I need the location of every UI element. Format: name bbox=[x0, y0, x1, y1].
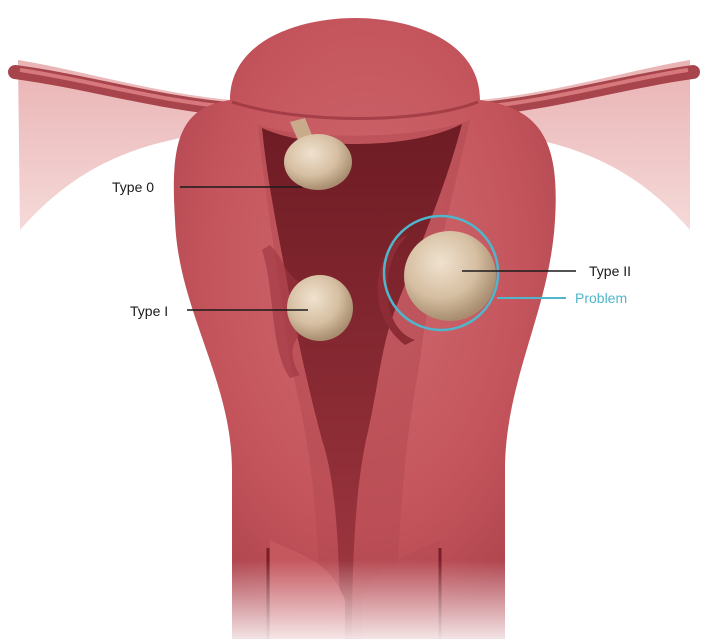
label-type-2: Type II bbox=[589, 263, 631, 279]
label-type-1: Type I bbox=[130, 303, 168, 319]
label-problem: Problem bbox=[575, 290, 627, 306]
label-type-0: Type 0 bbox=[112, 179, 154, 195]
